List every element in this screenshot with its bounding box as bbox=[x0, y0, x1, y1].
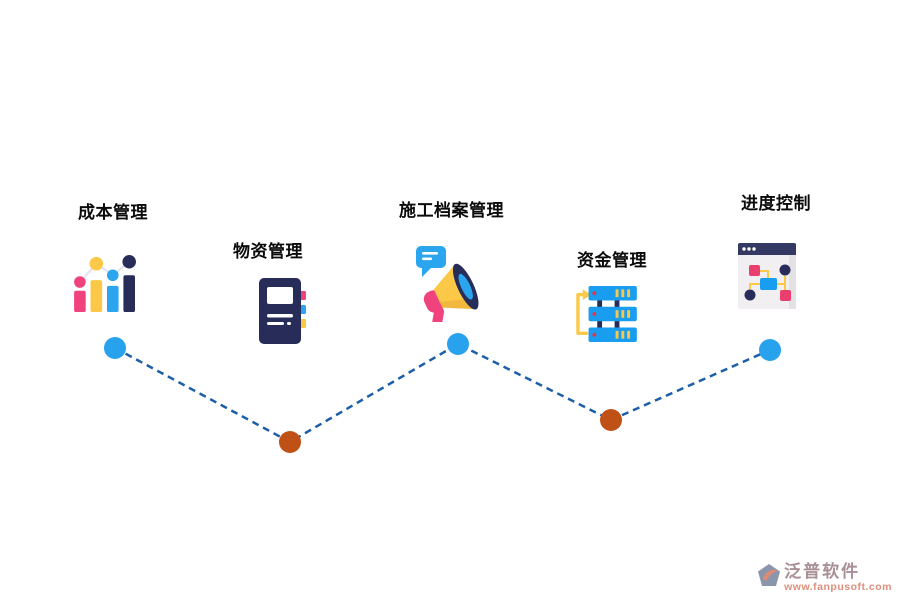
module-label-funds: 资金管理 bbox=[577, 251, 647, 270]
watermark-url: www.fanpusoft.com bbox=[784, 580, 892, 593]
milestone-dot-5 bbox=[759, 339, 781, 361]
module-label-materials: 物资管理 bbox=[233, 242, 303, 261]
server-stack-icon bbox=[576, 286, 637, 342]
megaphone-icon bbox=[416, 246, 479, 322]
watermark-brand: 泛普软件 bbox=[784, 561, 861, 581]
milestone-dot-1 bbox=[104, 337, 126, 359]
flowchart-window-icon bbox=[738, 243, 796, 309]
module-label-archives: 施工档案管理 bbox=[399, 201, 504, 220]
module-label-cost: 成本管理 bbox=[78, 203, 148, 222]
watermark: 泛普软件 www.fanpusoft.com bbox=[757, 563, 892, 593]
connector-dashed-line bbox=[114, 342, 771, 444]
notebook-icon bbox=[259, 278, 306, 344]
milestone-dot-4 bbox=[600, 409, 622, 431]
milestone-dot-2 bbox=[279, 431, 301, 453]
connector-nodes bbox=[104, 333, 781, 453]
fanpu-logo-icon bbox=[758, 563, 781, 586]
milestone-dot-3 bbox=[447, 333, 469, 355]
bar-chart-icon bbox=[74, 254, 136, 312]
module-label-progress: 进度控制 bbox=[741, 194, 811, 213]
